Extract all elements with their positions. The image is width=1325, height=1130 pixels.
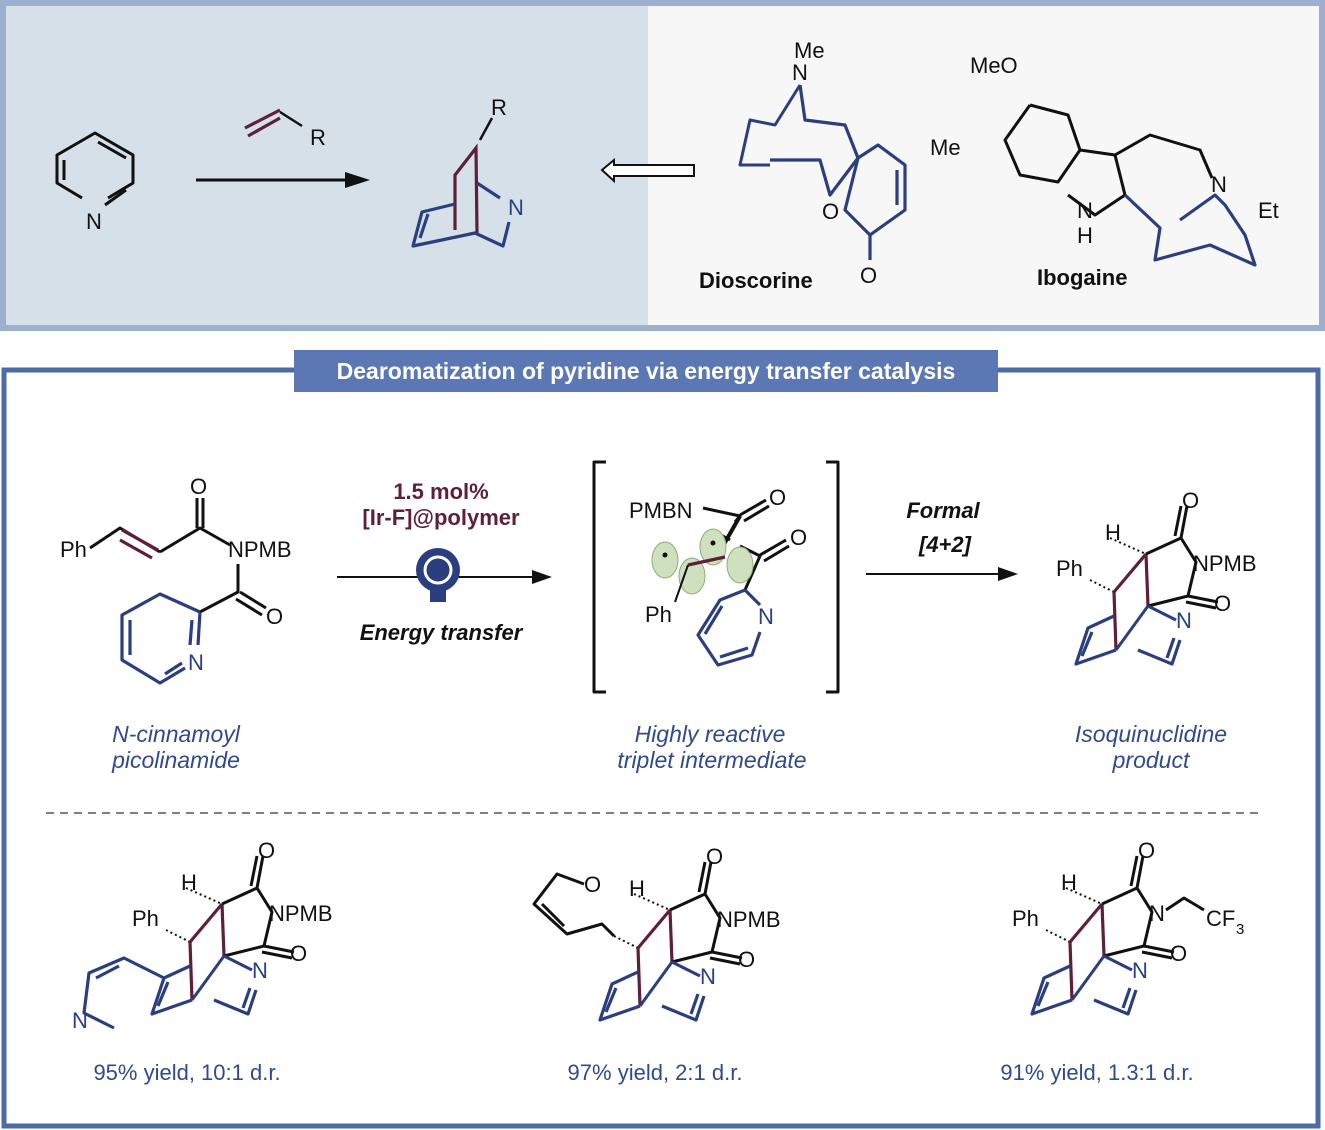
substrate-caption-line1: N-cinnamoyl	[112, 721, 241, 747]
svg-text:O: O	[258, 838, 275, 863]
formal-label: Formal	[906, 498, 980, 523]
svg-text:O: O	[706, 844, 723, 869]
svg-text:Et: Et	[1258, 198, 1279, 223]
svg-text:O: O	[738, 947, 755, 972]
svg-text:O: O	[1214, 591, 1231, 616]
svg-text:Me: Me	[794, 38, 825, 63]
svg-text:NPMB: NPMB	[228, 537, 292, 562]
substrate-structure: Ph O NPMB O N	[60, 474, 292, 685]
svg-text:H: H	[181, 870, 197, 895]
alkene-reagent: R	[244, 108, 326, 150]
svg-text:O: O	[860, 263, 877, 288]
intermediate-structure: PMBN O O Ph N	[592, 460, 840, 694]
example-2-structure: O H O NPMB O N	[532, 844, 781, 1022]
svg-text:Ph: Ph	[1012, 906, 1039, 931]
substrate-caption-line2: picolinamide	[111, 747, 240, 773]
svg-text:R: R	[310, 125, 326, 150]
svg-text:3: 3	[1236, 921, 1244, 938]
svg-text:R: R	[491, 95, 507, 120]
isoquinuclidine-product: Ph H O NPMB O N	[1056, 488, 1257, 666]
energy-transfer-label: Energy transfer	[360, 620, 524, 645]
pyridine-structure: N	[55, 131, 135, 234]
svg-text:N: N	[700, 964, 716, 989]
svg-text:N: N	[1132, 958, 1148, 983]
svg-text:Ibogaine: Ibogaine	[1037, 265, 1127, 290]
svg-text:N: N	[1149, 901, 1165, 926]
svg-text:MeO: MeO	[970, 53, 1018, 78]
svg-text:Me: Me	[930, 135, 961, 160]
example-2-result: 97% yield, 2:1 d.r.	[568, 1060, 743, 1085]
svg-text:O: O	[266, 604, 283, 629]
svg-text:Ph: Ph	[645, 602, 672, 627]
svg-text:O: O	[290, 941, 307, 966]
example-1-result: 95% yield, 10:1 d.r.	[93, 1060, 280, 1085]
example-3-result: 91% yield, 1.3:1 d.r.	[1000, 1060, 1193, 1085]
svg-text:O: O	[769, 485, 786, 510]
svg-text:NPMB: NPMB	[1193, 551, 1257, 576]
intermediate-caption-line1: Highly reactive	[635, 721, 786, 747]
isoquinuclidine-core: R N	[411, 95, 524, 248]
svg-text:Ph: Ph	[60, 537, 87, 562]
reaction-arrow	[196, 172, 370, 188]
svg-text:H: H	[1061, 870, 1077, 895]
svg-text:O: O	[1182, 488, 1199, 513]
svg-text:N: N	[72, 1008, 88, 1033]
svg-text:Dioscorine: Dioscorine	[699, 268, 813, 293]
svg-text:NPMB: NPMB	[717, 907, 781, 932]
svg-text:N: N	[792, 60, 808, 85]
example-3-structure: Ph H O N CF 3 O N	[1012, 838, 1244, 1016]
lightbulb-icon	[416, 548, 460, 602]
svg-text:N: N	[758, 604, 774, 629]
catalyst-name: [Ir-F]@polymer	[362, 505, 520, 530]
svg-text:Ph: Ph	[132, 906, 159, 931]
product-caption-line2: product	[1112, 747, 1191, 773]
example-1-structure: Ph H O NPMB O N N	[72, 838, 333, 1033]
svg-text:H: H	[1105, 520, 1121, 545]
svg-text:NPMB: NPMB	[269, 901, 333, 926]
svg-text:CF: CF	[1206, 906, 1235, 931]
svg-text:O: O	[822, 199, 839, 224]
svg-text:N: N	[1211, 172, 1227, 197]
svg-text:N: N	[1176, 608, 1192, 633]
svg-text:N: N	[86, 209, 102, 234]
svg-text:O: O	[584, 872, 601, 897]
svg-text:H: H	[629, 876, 645, 901]
svg-text:N: N	[188, 650, 204, 675]
svg-text:N: N	[508, 195, 524, 220]
svg-text:O: O	[1170, 941, 1187, 966]
svg-text:N: N	[1077, 198, 1093, 223]
dioscorine-structure: N Me Me O O Dioscorine	[699, 38, 961, 293]
intermediate-caption-line2: triplet intermediate	[617, 747, 806, 773]
svg-text:H: H	[1077, 223, 1093, 248]
svg-text:O: O	[1138, 838, 1155, 863]
svg-text:N: N	[252, 958, 268, 983]
main-panel	[1, 367, 1321, 1129]
svg-text:Ph: Ph	[1056, 556, 1083, 581]
svg-text:PMBN: PMBN	[629, 498, 693, 523]
svg-text:O: O	[790, 525, 807, 550]
title-banner	[294, 350, 998, 392]
svg-text:O: O	[190, 474, 207, 499]
panel-title: Dearomatization of pyridine via energy t…	[337, 358, 956, 384]
reaction-arrow-2	[866, 567, 1018, 581]
product-caption-line1: Isoquinuclidine	[1075, 721, 1227, 747]
catalyst-loading: 1.5 mol%	[393, 479, 488, 504]
ibogaine-structure: MeO N N H Et Ibogaine	[970, 53, 1279, 290]
top-left-background	[6, 6, 648, 325]
cycloaddition-label: [4+2]	[918, 532, 972, 557]
retrosynthesis-arrow	[600, 157, 695, 184]
